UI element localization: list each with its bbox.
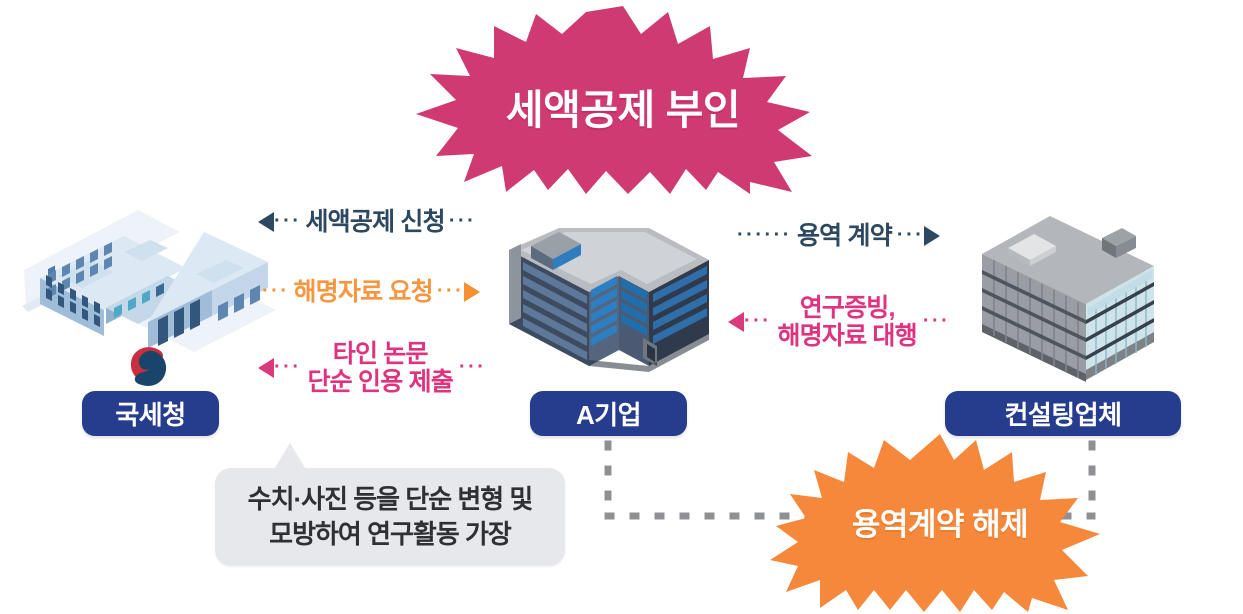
flow-research-evidence-proxy: ··· 연구증빙, 해명자료 대행 ··· [728, 294, 950, 350]
corporate-building-icon [497, 214, 717, 374]
node-label-consult[interactable]: 컨설팅업체 [945, 391, 1181, 436]
pink-starburst-shape [416, 6, 812, 194]
node-label-corp[interactable]: A기업 [530, 391, 687, 436]
arrow-left-icon [728, 312, 744, 332]
flow-paper-citation-submission: ··· 타인 논문 단순 인용 제출 ··· [258, 340, 486, 396]
dotted-line-left2: ··· [764, 224, 792, 246]
arrow-right-icon [464, 282, 481, 302]
dotted-line-left: ··· [744, 310, 772, 332]
callout-line2: 모방하여 연구활동 가장 [269, 519, 512, 549]
arrow-right-icon [924, 226, 941, 246]
dotted-line-left: ··· [262, 280, 290, 302]
flow-label-cite-line1: 타인 논문 [332, 340, 429, 368]
burst-label-text: 용역계약 해제 [851, 507, 1029, 542]
flow-label-proxy: 연구증빙, 해명자료 대행 [777, 294, 917, 350]
government-building-icon [18, 196, 280, 356]
flow-tax-credit-application: ··· 세액공제 신청 ··· [258, 208, 476, 236]
dotted-line-right: ··· [448, 210, 477, 232]
arrow-left-icon [258, 212, 274, 232]
dotted-line-right: ··· [896, 224, 925, 246]
node-label-nts[interactable]: 국세청 [82, 391, 219, 436]
dotted-line-left: ··· [737, 224, 765, 246]
taegeuk-logo-icon [126, 345, 170, 387]
flow-explanation-request: ··· 해명자료 요청 ··· [262, 278, 481, 306]
dotted-line-left: ··· [274, 210, 302, 232]
callout-line1: 수치·사진 등을 단순 변형 및 [247, 484, 534, 515]
callout-tail-icon [273, 443, 307, 471]
dotted-line-right: ··· [458, 356, 487, 378]
dotted-line-left: ··· [274, 356, 302, 378]
dotted-line-right: ··· [436, 280, 465, 302]
callout-note: 수치·사진 등을 단순 변형 및 모방하여 연구활동 가장 [215, 468, 565, 566]
flow-label-proxy-line2: 해명자료 대행 [777, 322, 917, 350]
flow-label-request: 해명자료 요청 [293, 278, 433, 306]
orange-starburst-shape [770, 434, 1100, 612]
office-building-icon [972, 212, 1162, 382]
burst-label-text: 세액공제 부인 [505, 87, 741, 133]
flow-label-apply: 세액공제 신청 [305, 208, 445, 236]
flow-service-contract: ··· ··· 용역 계약 ··· [737, 222, 941, 250]
tax-credit-denial-burst: 세액공제 부인 [398, 4, 848, 196]
flow-label-cite: 타인 논문 단순 인용 제출 [307, 340, 453, 396]
dotted-line-right: ··· [922, 310, 951, 332]
flow-label-proxy-line1: 연구증빙, [799, 294, 896, 322]
contract-cancellation-burst: 용역계약 해제 [770, 432, 1110, 614]
flow-label-cite-line2: 단순 인용 제출 [307, 368, 453, 396]
flow-label-contract: 용역 계약 [796, 222, 893, 250]
arrow-left-icon [258, 358, 274, 378]
